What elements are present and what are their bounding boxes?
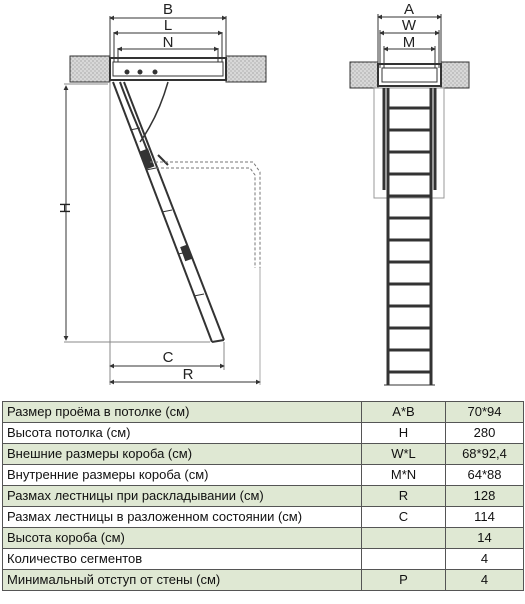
- spec-label: Высота короба (см): [2, 527, 362, 549]
- dimension-a-label: A: [404, 1, 414, 18]
- dimension-l-label: L: [164, 17, 172, 34]
- dimension-w-label: W: [402, 17, 417, 34]
- spec-value: 280: [445, 422, 524, 444]
- spec-value: 4: [445, 548, 524, 570]
- dimension-r-label: R: [183, 366, 194, 383]
- dimension-m-label: M: [403, 34, 416, 51]
- ceiling-slab-right: [225, 55, 267, 83]
- spec-label: Внутренние размеры короба (см): [2, 464, 362, 486]
- spec-symbol: [361, 527, 446, 549]
- folded-ladder-outline: [150, 161, 261, 268]
- table-row: Высота короба (см) 14: [2, 527, 524, 549]
- dimension-n-label: N: [163, 34, 174, 51]
- dimension-c-label: C: [163, 349, 174, 366]
- spec-label: Высота потолка (см): [2, 422, 362, 444]
- spec-symbol: P: [361, 569, 446, 591]
- spec-value: 4: [445, 569, 524, 591]
- ladder-diagram: B L N H C R: [57, 1, 470, 386]
- spec-value: 64*88: [445, 464, 524, 486]
- spec-symbol: [361, 548, 446, 570]
- spec-value: 68*92,4: [445, 443, 524, 465]
- table-row: Количество сегментов 4: [2, 548, 524, 570]
- hatch-box: [109, 57, 227, 81]
- front-view: [349, 14, 470, 386]
- dimension-h-label: H: [57, 203, 74, 214]
- spec-value: 128: [445, 485, 524, 507]
- spec-value: 14: [445, 527, 524, 549]
- spec-symbol: C: [361, 506, 446, 528]
- spec-symbol: A*B: [361, 401, 446, 423]
- spec-label: Размер проёма в потолке (см): [2, 401, 362, 423]
- ceiling-slab-left: [69, 55, 111, 83]
- front-ceiling-slab-right: [440, 61, 470, 89]
- spec-label: Внешние размеры короба (см): [2, 443, 362, 465]
- side-view: [63, 15, 267, 385]
- spec-symbol: W*L: [361, 443, 446, 465]
- spec-label: Минимальный отступ от стены (см): [2, 569, 362, 591]
- spec-value: 114: [445, 506, 524, 528]
- spec-symbol: M*N: [361, 464, 446, 486]
- front-ceiling-slab-left: [349, 61, 379, 89]
- spec-value: 70*94: [445, 401, 524, 423]
- dimension-b-label: B: [163, 1, 173, 18]
- spec-label: Количество сегментов: [2, 548, 362, 570]
- spec-symbol: H: [361, 422, 446, 444]
- spec-label: Размах лестницы при раскладывании (см): [2, 485, 362, 507]
- spec-label: Размах лестницы в разложенном состоянии …: [2, 506, 362, 528]
- spec-symbol: R: [361, 485, 446, 507]
- table-row: Размах лестницы в разложенном состоянии …: [2, 506, 524, 528]
